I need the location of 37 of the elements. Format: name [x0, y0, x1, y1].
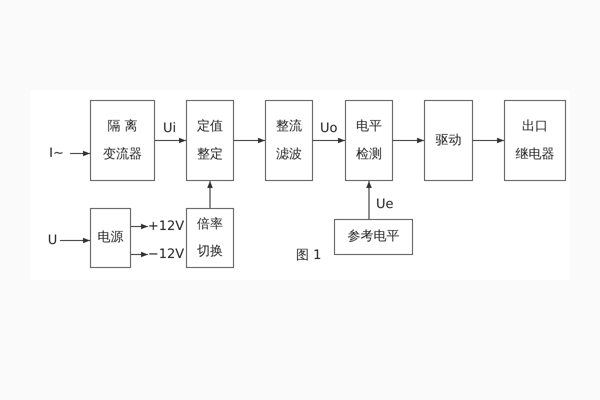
- arrow: [130, 252, 148, 258]
- arrow: [207, 180, 213, 208]
- arrow: [392, 138, 424, 144]
- figure-caption: 图 1: [296, 247, 322, 264]
- arrow: [60, 238, 90, 244]
- box-label: 隔 离变流器: [103, 118, 142, 164]
- process-box: [334, 219, 413, 255]
- box-label: 驱动: [436, 132, 462, 150]
- box-label: 电源: [98, 229, 124, 248]
- signal-text: U: [47, 233, 58, 248]
- edge-label: Ui: [163, 121, 176, 136]
- edge-label: Ue: [376, 197, 394, 212]
- box-label: 整流滤波: [276, 118, 302, 164]
- box-label: 出口继电器: [516, 118, 554, 164]
- arrow: [472, 138, 504, 144]
- process-box: [90, 208, 131, 268]
- box-label: 电平检测: [356, 118, 382, 164]
- edge-label: Uo: [320, 121, 338, 136]
- process-box: [186, 208, 234, 268]
- process-box: [186, 100, 234, 181]
- signal-text: −12V: [148, 246, 184, 263]
- box-label: 定值整定: [197, 118, 223, 164]
- arrow: [366, 180, 372, 220]
- box-label: 倍率切换: [197, 216, 223, 261]
- process-box: [265, 100, 313, 181]
- process-box: [345, 100, 393, 181]
- process-box: [504, 100, 566, 181]
- signal-text: I~: [45, 145, 68, 162]
- arrow: [130, 224, 148, 230]
- arrow: [154, 138, 186, 144]
- arrow: [70, 150, 90, 156]
- arrow: [234, 138, 266, 144]
- arrow: [312, 138, 346, 144]
- process-box: [424, 100, 473, 181]
- process-box: [90, 100, 155, 181]
- signal-text: +12V: [148, 218, 184, 235]
- box-label: 参考电平: [348, 228, 400, 246]
